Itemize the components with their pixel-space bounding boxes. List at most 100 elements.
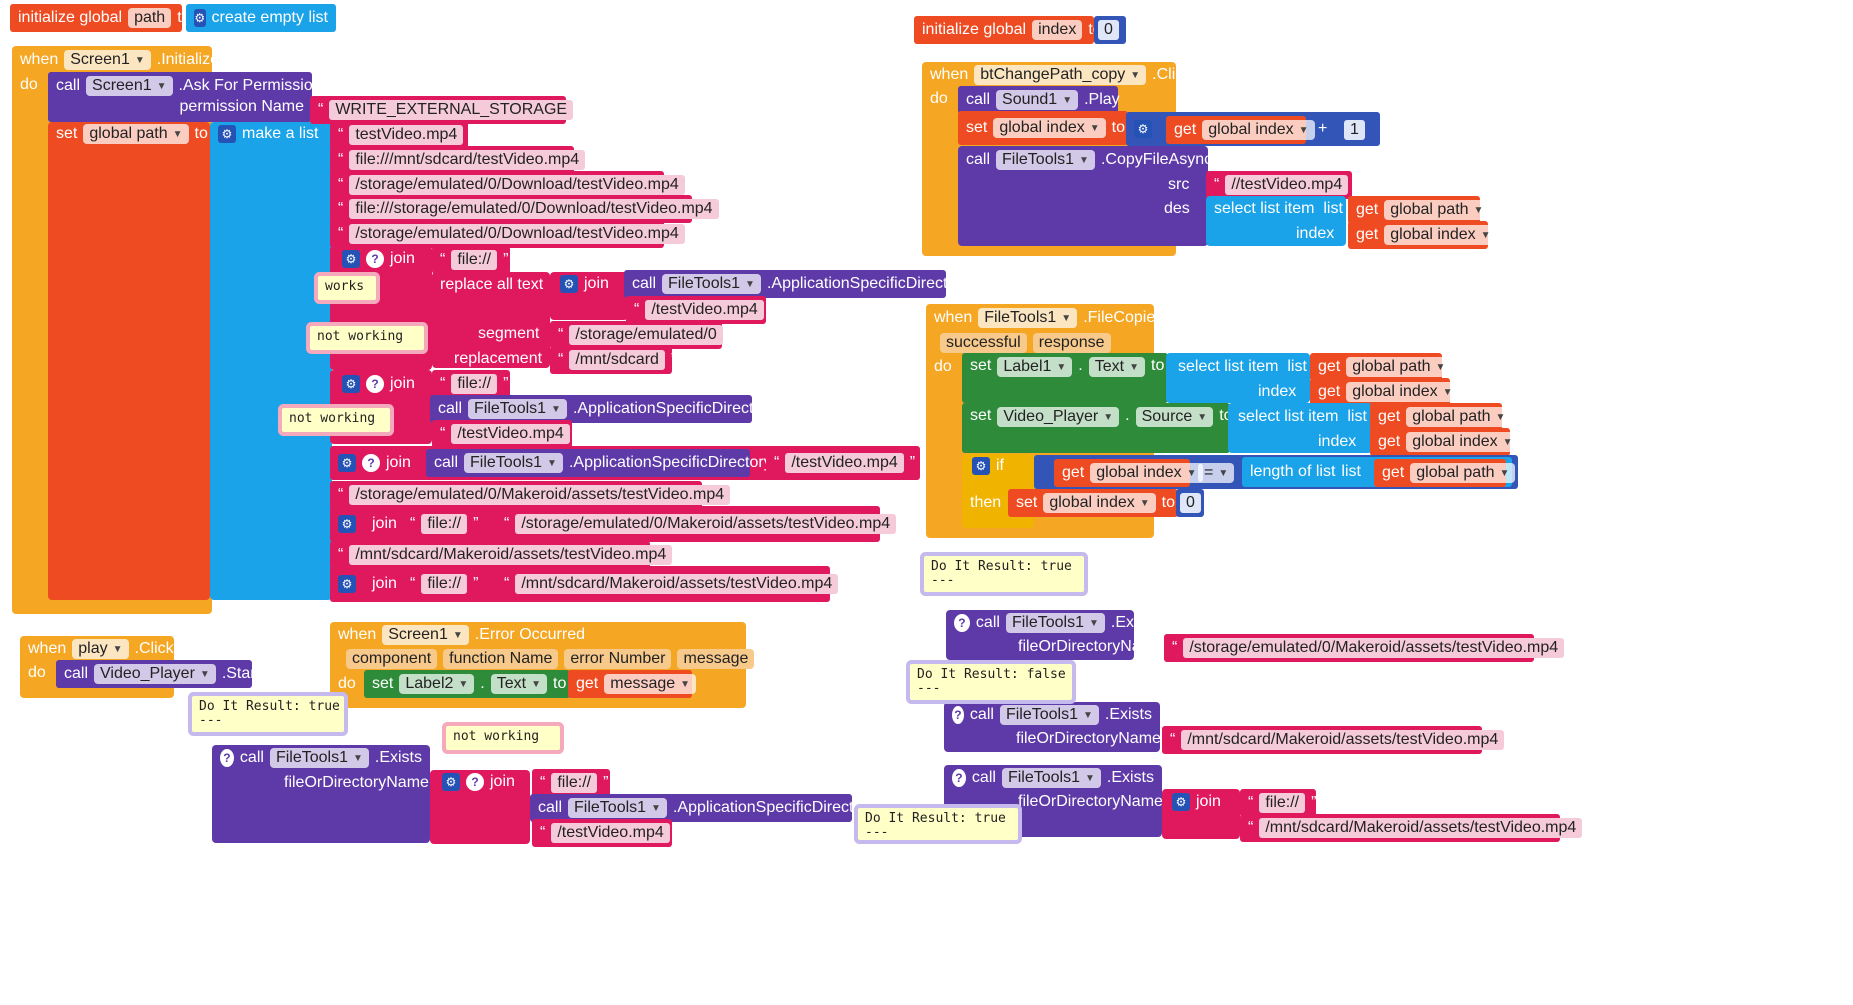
file-prefix-string[interactable]: “file://” (402, 510, 484, 538)
component-dropdown-filetools1[interactable]: FileTools1▼ (999, 705, 1099, 725)
component-dropdown-filetools1[interactable]: FileTools1▼ (1005, 613, 1105, 633)
var-dropdown-global-path[interactable]: global path▼ (1346, 357, 1452, 377)
gear-icon[interactable]: ⚙ (972, 457, 990, 475)
comment-result-true[interactable]: Do It Result: true --- (858, 808, 1018, 840)
segment-string[interactable]: “/storage/emulated/0” (550, 321, 734, 349)
var-dropdown-message[interactable]: message▼ (604, 674, 697, 694)
get-message-block[interactable]: get message▼ (568, 670, 697, 698)
component-dropdown-screen1[interactable]: Screen1▼ (382, 625, 469, 645)
component-dropdown-video-player[interactable]: Video_Player▼ (997, 407, 1120, 427)
set-global-path-header[interactable]: set global path▼ to (56, 124, 208, 144)
param-function-name[interactable]: function Name (443, 649, 559, 669)
get-global-path-block[interactable]: get global path▼ (1348, 196, 1490, 224)
var-dropdown-global-index[interactable]: global index▼ (1406, 432, 1519, 452)
replace-all-text-block[interactable] (432, 272, 550, 368)
gear-icon[interactable]: ⚙ (342, 250, 360, 268)
comment-not-working[interactable]: not working (310, 326, 424, 350)
set-label1-text-block[interactable]: set Label1▼ . Text▼ to (962, 353, 1168, 403)
property-dropdown-text[interactable]: Text▼ (490, 674, 547, 694)
gear-icon[interactable]: ⚙ (1172, 793, 1190, 811)
ask-permission-block[interactable]: call Screen1▼ .Ask For Permission permis… (48, 72, 322, 122)
param-response[interactable]: response (1032, 333, 1111, 353)
app-dir-call-block[interactable]: call FileTools1▼ .ApplicationSpecificDir… (530, 794, 876, 822)
property-dropdown-source[interactable]: Source▼ (1135, 407, 1214, 427)
component-dropdown-filetools1[interactable]: FileTools1▼ (464, 453, 563, 473)
makeroid-mnt-string[interactable]: “/mnt/sdcard/Makeroid/assets/testVideo.m… (496, 570, 850, 598)
list-item-string[interactable]: “testVideo.mp4” (330, 121, 475, 149)
test-video-string[interactable]: “/testVideo.mp4” (766, 449, 915, 477)
component-dropdown-filetools1[interactable]: FileTools1▼ (996, 150, 1095, 170)
component-dropdown-screen1-call[interactable]: Screen1▼ (86, 76, 173, 96)
select-list-item-block[interactable] (1166, 353, 1310, 403)
component-dropdown-btchangepath[interactable]: btChangePath_copy▼ (974, 65, 1147, 85)
sound-play-block[interactable]: call Sound1▼ .Play (958, 86, 1120, 114)
gear-icon[interactable]: ⚙ (338, 454, 356, 472)
gear-icon[interactable]: ⚙ (1134, 120, 1152, 138)
var-dropdown-global-index[interactable]: global index▼ (1346, 382, 1459, 402)
var-dropdown-global-path[interactable]: global path▼ (1406, 407, 1512, 427)
select-list-item-block[interactable] (1228, 403, 1372, 453)
param-component[interactable]: component (346, 649, 438, 669)
operator-dropdown[interactable]: =▼ (1198, 463, 1235, 483)
var-dropdown-global-index[interactable]: global index▼ (1043, 493, 1156, 513)
get-global-index-block[interactable]: get global index▼ (1054, 459, 1203, 487)
list-item-string[interactable]: “/storage/emulated/0/Download/testVideo.… (330, 220, 696, 248)
comment-result-false[interactable]: Do It Result: false --- (910, 664, 1072, 700)
path-string[interactable]: “/mnt/sdcard/Makeroid/assets/testVideo.m… (1162, 726, 1516, 754)
list-item-string[interactable]: “file:///storage/emulated/0/Download/tes… (330, 195, 730, 223)
get-global-index-block[interactable]: get global index▼ (1370, 428, 1519, 456)
init-global-index-block[interactable]: initialize global index to (914, 16, 1102, 44)
help-icon[interactable]: ? (954, 614, 970, 632)
property-dropdown-text[interactable]: Text▼ (1088, 357, 1145, 377)
var-dropdown-global-index[interactable]: global index▼ (1202, 120, 1315, 140)
replacement-string[interactable]: “/mnt/sdcard” (550, 346, 676, 374)
var-dropdown-global-path[interactable]: global path▼ (83, 124, 189, 144)
comment-works[interactable]: works (318, 276, 376, 300)
comment-not-working[interactable]: not working (446, 726, 560, 750)
comment-result-true[interactable]: Do It Result: true --- (192, 696, 344, 732)
component-dropdown-label1[interactable]: Label1▼ (997, 357, 1073, 377)
equals-operator[interactable]: =▼ (1198, 459, 1236, 487)
var-name-index[interactable]: index (1032, 20, 1083, 40)
path-string[interactable]: “/storage/emulated/0/Makeroid/assets/tes… (1164, 634, 1575, 662)
component-dropdown-filetools1[interactable]: FileTools1▼ (978, 308, 1078, 328)
src-string[interactable]: “//testVideo.mp4” (1206, 171, 1360, 199)
help-icon[interactable]: ? (952, 769, 966, 787)
param-message[interactable]: message (677, 649, 755, 669)
get-global-path-block[interactable]: get global path▼ (1374, 459, 1516, 487)
component-dropdown-filetools1[interactable]: FileTools1▼ (269, 748, 369, 768)
permission-string-block[interactable]: “WRITE_EXTERNAL_STORAGE” (310, 96, 584, 124)
list-item-string[interactable]: “/mnt/sdcard/Makeroid/assets/testVideo.m… (330, 541, 684, 569)
param-error-number[interactable]: error Number (564, 649, 672, 669)
test-video-string[interactable]: “/testVideo.mp4” (626, 296, 775, 324)
get-global-index-block[interactable]: get global index▼ (1310, 378, 1459, 406)
video-player-start-block[interactable]: call Video_Player▼ .Start (56, 660, 260, 688)
number-zero-block[interactable]: 0 (1094, 16, 1126, 44)
set-label2-text-block[interactable]: set Label2▼ . Text▼ to (364, 670, 570, 698)
gear-icon[interactable]: ⚙ (442, 773, 460, 791)
file-prefix-string[interactable]: “file://” (532, 769, 610, 797)
create-empty-list-block[interactable]: ⚙ create empty list (186, 4, 336, 32)
app-dir-call-block[interactable]: call FileTools1▼ .ApplicationSpecificDir… (624, 270, 970, 298)
component-dropdown-filetools1[interactable]: FileTools1▼ (468, 399, 567, 419)
gear-icon[interactable]: ⚙ (194, 9, 206, 27)
get-global-path-block[interactable]: get global path▼ (1370, 403, 1512, 431)
help-icon[interactable]: ? (952, 706, 964, 724)
var-dropdown-global-index[interactable]: global index▼ (1384, 225, 1497, 245)
component-dropdown-video-player[interactable]: Video_Player▼ (94, 664, 216, 684)
comment-not-working[interactable]: not working (282, 408, 390, 432)
number-one-block[interactable]: 1 (1340, 116, 1372, 144)
var-name-path[interactable]: path (128, 8, 172, 28)
var-dropdown-global-path[interactable]: global path▼ (1410, 463, 1516, 483)
help-icon[interactable]: ? (220, 749, 234, 767)
param-successful[interactable]: successful (940, 333, 1027, 353)
get-global-index-block[interactable]: get global index▼ (1348, 221, 1497, 249)
set-global-index-block[interactable]: set global index▼ to (958, 111, 1128, 145)
get-global-path-block[interactable]: get global path▼ (1310, 353, 1452, 381)
gear-icon[interactable]: ⚙ (342, 375, 360, 393)
set-global-index-zero-block[interactable]: set global index▼ to (1008, 489, 1178, 517)
file-prefix-string[interactable]: “file://” (432, 370, 510, 398)
select-list-item-block[interactable] (1206, 196, 1346, 246)
gear-icon[interactable]: ⚙ (338, 575, 356, 593)
file-prefix-string[interactable]: “file://” (402, 570, 484, 598)
